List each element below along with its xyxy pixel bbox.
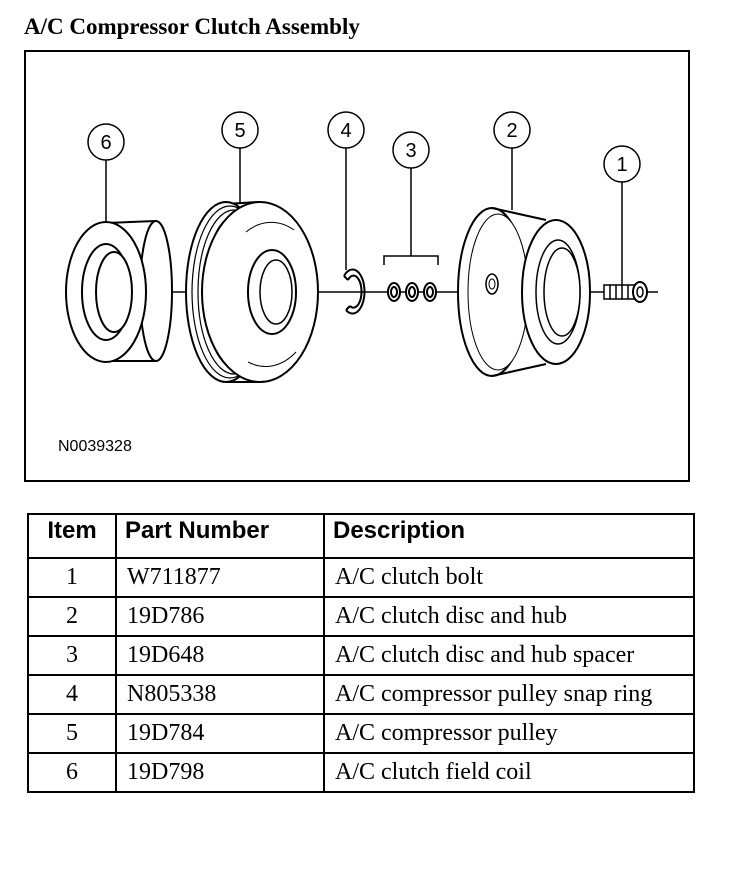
bolt-part	[603, 281, 648, 303]
part-number-cell: 19D648	[115, 635, 325, 676]
callout-number-4: 4	[340, 120, 351, 142]
spacers-bracket	[383, 255, 439, 265]
description-cell: A/C clutch bolt	[323, 557, 695, 598]
description-cell: A/C clutch disc and hub spacer	[323, 635, 695, 676]
callout-number-3: 3	[405, 140, 416, 162]
item-cell: 6	[27, 752, 117, 793]
callout-number-5: 5	[234, 120, 245, 142]
callout-leaders	[105, 148, 623, 285]
table-row: 4 N805338 A/C compressor pulley snap rin…	[27, 674, 695, 715]
callout-circle-4	[327, 111, 365, 149]
table-row: 5 19D784 A/C compressor pulley	[27, 713, 695, 754]
diagram-drawing: 6 5 4 3 2 1	[65, 111, 658, 383]
spacers-part	[387, 282, 437, 302]
table-row: 6 19D798 A/C clutch field coil	[27, 752, 695, 793]
table-header-row: Item Part Number Description	[27, 513, 695, 559]
description-cell: A/C clutch field coil	[323, 752, 695, 793]
callout-number-6: 6	[100, 132, 111, 154]
table-row: 1 W711877 A/C clutch bolt	[27, 557, 695, 598]
item-cell: 5	[27, 713, 117, 754]
callout-number-2: 2	[506, 120, 517, 142]
part-number-cell: W711877	[115, 557, 325, 598]
exploded-diagram: 6 5 4 3 2 1 N0039328	[24, 50, 690, 482]
snap-ring-part	[343, 268, 366, 315]
callout-circle-5	[221, 111, 259, 149]
callout-circle-3	[392, 131, 430, 169]
callout-circle-2	[493, 111, 531, 149]
description-cell: A/C clutch disc and hub	[323, 596, 695, 637]
table-row: 3 19D648 A/C clutch disc and hub spacer	[27, 635, 695, 676]
callout-number-1: 1	[616, 154, 627, 176]
item-cell: 3	[27, 635, 117, 676]
part-number-cell: N805338	[115, 674, 325, 715]
field-coil-part	[65, 220, 173, 363]
callout-circle-6	[87, 123, 125, 161]
parts-table: Item Part Number Description 1 W711877 A…	[27, 513, 695, 793]
part-number-cell: 19D786	[115, 596, 325, 637]
item-cell: 2	[27, 596, 117, 637]
part-number-cell: 19D798	[115, 752, 325, 793]
table-row: 2 19D786 A/C clutch disc and hub	[27, 596, 695, 637]
figure-code: N0039328	[58, 438, 132, 455]
callout-circle-1	[603, 145, 641, 183]
column-header-description: Description	[323, 513, 695, 559]
column-header-part-number: Part Number	[115, 513, 325, 559]
column-header-item: Item	[27, 513, 117, 559]
pulley-part	[185, 201, 319, 383]
item-cell: 4	[27, 674, 117, 715]
description-cell: A/C compressor pulley snap ring	[323, 674, 695, 715]
part-number-cell: 19D784	[115, 713, 325, 754]
item-cell: 1	[27, 557, 117, 598]
description-cell: A/C compressor pulley	[323, 713, 695, 754]
page-title: A/C Compressor Clutch Assembly	[24, 14, 360, 39]
disc-hub-part	[457, 206, 591, 377]
